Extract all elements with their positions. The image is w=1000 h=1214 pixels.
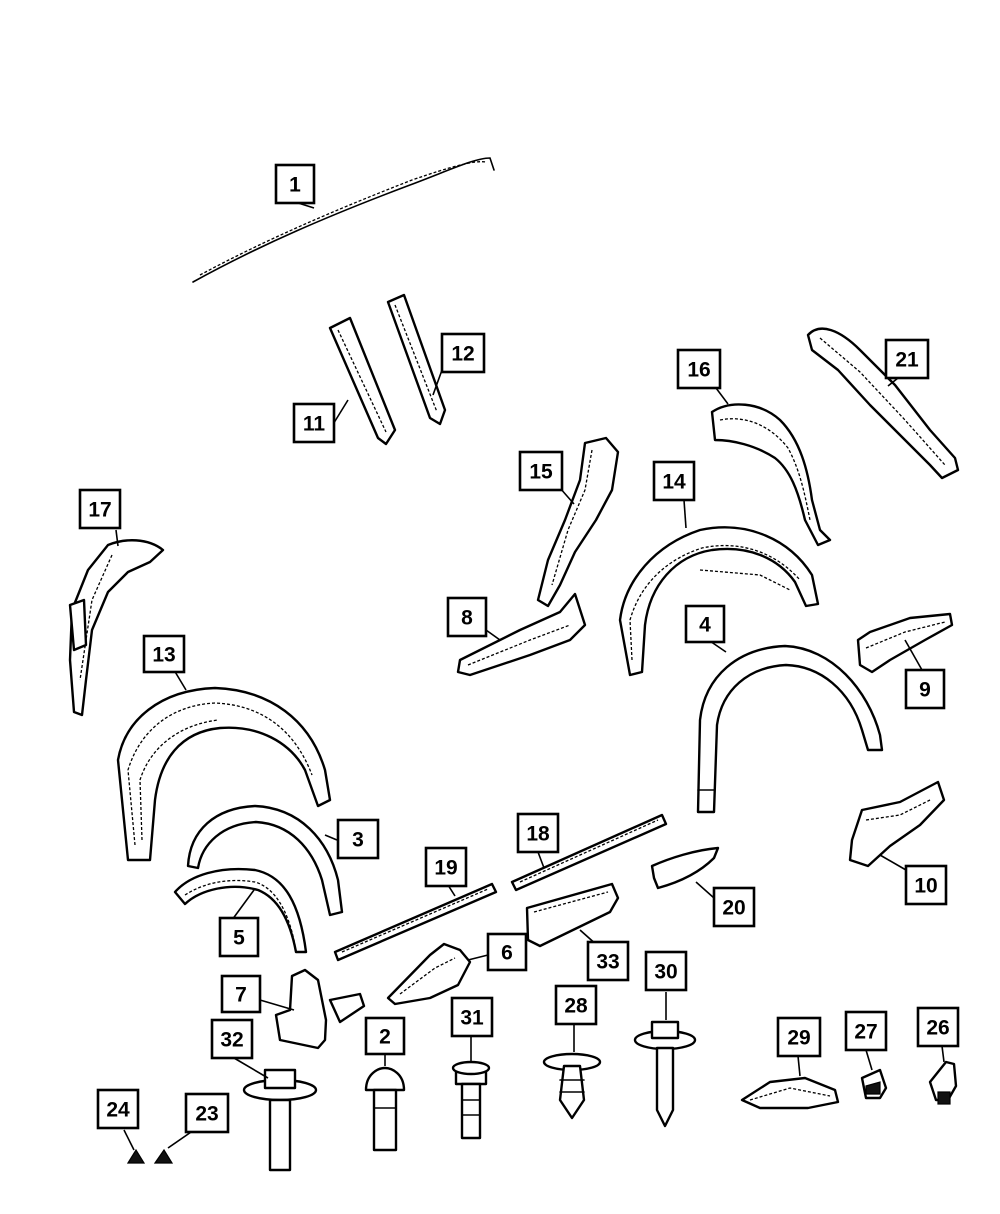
part-33-applique <box>525 882 620 948</box>
callout-label: 29 <box>787 1027 810 1050</box>
callout-15: 15 <box>518 450 564 492</box>
callout-7: 7 <box>220 974 262 1014</box>
part-24-clip <box>126 1148 146 1164</box>
callout-2: 2 <box>364 1016 406 1056</box>
part-13-wheelhouse-liner <box>116 686 332 862</box>
callout-label: 19 <box>434 857 457 880</box>
callout-5: 5 <box>218 916 260 958</box>
callout-label: 20 <box>722 897 745 920</box>
part-14-wheelhouse-liner <box>618 526 820 677</box>
part-16-liner <box>710 403 832 547</box>
callout-label: 17 <box>88 499 111 522</box>
part-32-bolt <box>242 1068 318 1172</box>
callout-label: 15 <box>529 461 553 484</box>
callout-label: 14 <box>662 471 686 494</box>
callout-3: 3 <box>336 818 380 860</box>
part-9-bracket <box>856 612 954 674</box>
callout-label: 30 <box>654 961 677 984</box>
callout-19: 19 <box>424 846 468 888</box>
callout-6: 6 <box>486 932 528 972</box>
callout-label: 3 <box>352 829 364 852</box>
part-18-rocker-molding <box>510 813 668 892</box>
callout-label: 18 <box>526 823 550 846</box>
callout-18: 18 <box>516 812 560 854</box>
callout-label: 16 <box>687 359 710 382</box>
part-6-bracket <box>386 942 472 1006</box>
callout-12: 12 <box>440 332 486 374</box>
callout-label: 12 <box>451 343 474 366</box>
part-10-mud-guard <box>848 780 946 868</box>
callout-31: 31 <box>450 996 494 1038</box>
callout-label: 2 <box>379 1026 391 1049</box>
callout-10: 10 <box>904 864 948 906</box>
callout-label: 13 <box>152 644 175 667</box>
part-3-wheel-flare <box>186 804 344 917</box>
callout-27: 27 <box>844 1010 888 1052</box>
callout-32: 32 <box>210 1018 254 1060</box>
callout-23: 23 <box>184 1092 230 1134</box>
callout-28: 28 <box>554 984 598 1026</box>
callout-14: 14 <box>652 460 696 502</box>
callout-label: 27 <box>854 1021 877 1044</box>
part-28-clip <box>542 1052 602 1120</box>
part-1-roof-molding <box>192 157 495 283</box>
part-4-wheel-flare <box>696 644 884 814</box>
callout-9: 9 <box>904 668 946 710</box>
callout-label: 23 <box>195 1103 218 1126</box>
callout-label: 24 <box>106 1099 130 1122</box>
callout-24: 24 <box>96 1088 140 1130</box>
callout-label: 21 <box>895 349 919 372</box>
part-29-clip <box>740 1076 840 1110</box>
callout-label: 10 <box>914 875 937 898</box>
callout-label: 5 <box>233 927 245 950</box>
part-21-bracket <box>806 327 960 480</box>
part-5-splash-shield <box>173 867 308 954</box>
part-11-pillar-trim <box>328 316 397 446</box>
callout-16: 16 <box>676 348 722 390</box>
callout-21: 21 <box>884 338 930 380</box>
part-2-push-pin <box>364 1066 406 1152</box>
callout-26: 26 <box>916 1006 960 1048</box>
callout-label: 28 <box>564 995 588 1018</box>
part-17-bracket <box>68 539 165 717</box>
part-31-bolt <box>451 1060 491 1140</box>
callout-label: 7 <box>235 984 247 1007</box>
callout-8: 8 <box>446 596 488 638</box>
callout-label: 33 <box>596 951 619 974</box>
callout-label: 32 <box>220 1029 243 1052</box>
part-15-bracket <box>536 436 620 608</box>
part-12-pillar-trim <box>386 293 447 426</box>
part-20-trim <box>650 846 720 890</box>
part-23-clip <box>153 1148 174 1164</box>
part-27-nut <box>860 1068 888 1100</box>
callout-label: 6 <box>501 942 513 965</box>
callout-11: 11 <box>292 402 336 444</box>
callout-label: 4 <box>699 614 711 637</box>
callout-17: 17 <box>78 488 122 530</box>
part-30-bolt <box>633 1020 697 1128</box>
callout-label: 31 <box>460 1007 484 1030</box>
part-8-bracket <box>456 592 587 677</box>
callout-4: 4 <box>684 604 726 644</box>
callout-label: 8 <box>461 607 473 630</box>
callout-label: 1 <box>289 174 301 197</box>
callout-29: 29 <box>776 1016 822 1058</box>
callout-label: 26 <box>926 1017 949 1040</box>
part-19-rocker-molding <box>333 882 498 962</box>
callout-20: 20 <box>712 886 756 928</box>
part-26-clip <box>928 1060 958 1105</box>
part-7-mud-flap <box>274 968 366 1050</box>
callout-30: 30 <box>644 950 688 992</box>
callout-1: 1 <box>274 163 316 205</box>
callout-33: 33 <box>586 940 630 982</box>
callout-13: 13 <box>142 634 186 674</box>
callout-label: 9 <box>919 679 931 702</box>
callout-label: 11 <box>303 413 326 436</box>
